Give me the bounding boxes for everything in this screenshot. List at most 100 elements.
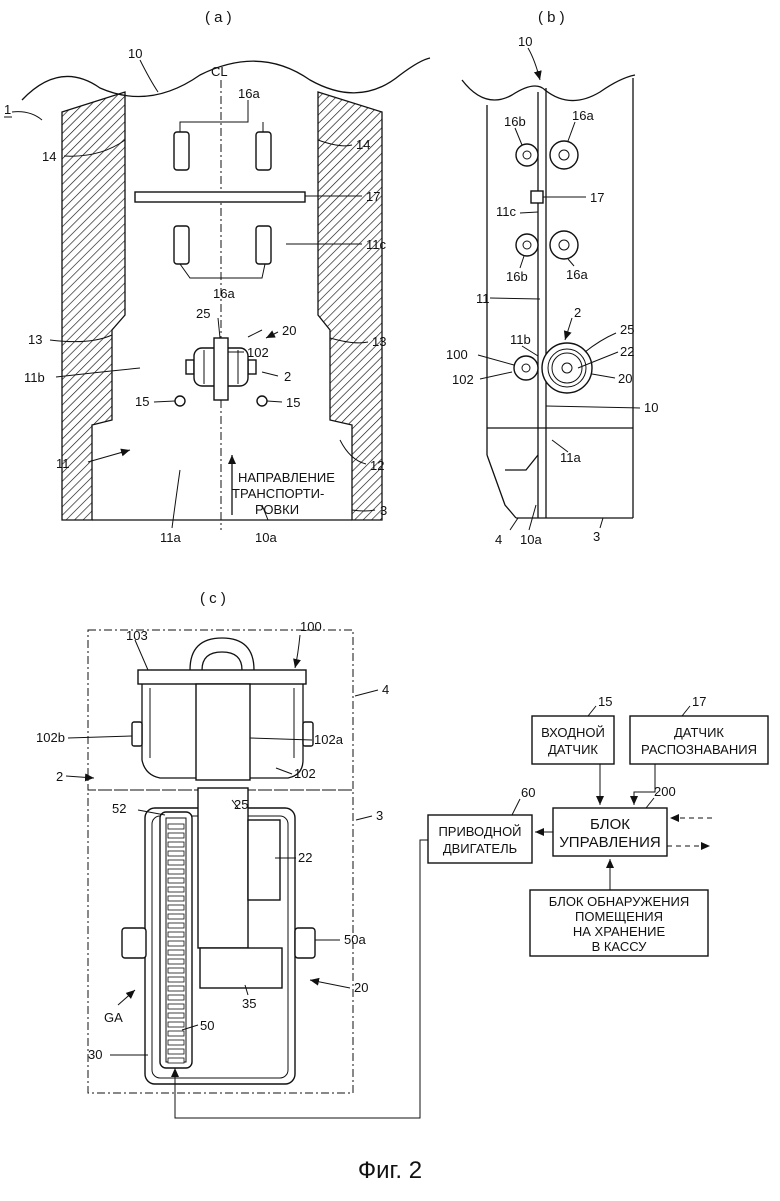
gear-50 xyxy=(160,812,192,1068)
ref-c-25: 25 xyxy=(234,797,248,812)
panel-a: ( a ) xyxy=(4,9,430,545)
shaft-50a xyxy=(295,928,315,958)
gear-tooth xyxy=(168,851,184,856)
ref-b-16a-top: 16a xyxy=(572,108,594,123)
leader xyxy=(154,401,175,402)
panel-b: ( b ) xyxy=(446,9,658,547)
panel-a-label: ( a ) xyxy=(205,9,232,26)
leader xyxy=(180,264,265,278)
ref-b-20: 20 xyxy=(618,371,632,386)
leader xyxy=(480,372,512,379)
gear-tooth xyxy=(168,968,184,973)
leader xyxy=(520,212,538,213)
control-line2: УПРАВЛЕНИЯ xyxy=(559,834,660,851)
detect-line1: БЛОК ОБНАРУЖЕНИЯ xyxy=(549,894,690,909)
gear-tooth xyxy=(168,1058,184,1063)
gear-tooth xyxy=(168,1022,184,1027)
ref-25: 25 xyxy=(196,306,210,321)
panel-c: ( c ) xyxy=(36,590,428,1118)
figure-caption: Фиг. 2 xyxy=(358,1157,422,1184)
ref-b-11a: 11a xyxy=(560,450,581,465)
ref-c-52: 52 xyxy=(112,801,126,816)
leader xyxy=(522,346,538,356)
gear-tooth xyxy=(168,995,184,1000)
ref-c-103: 103 xyxy=(126,628,148,643)
roller-20 xyxy=(542,343,592,393)
handle-ring xyxy=(190,638,254,670)
roller-16a xyxy=(256,132,271,170)
ref-c-22: 22 xyxy=(298,850,312,865)
leader xyxy=(490,298,540,299)
sensor-bar-17 xyxy=(135,192,305,202)
motor-line1: ПРИВОДНОЙ xyxy=(438,824,521,839)
gear-tooth xyxy=(168,842,184,847)
roller-16a xyxy=(550,141,578,169)
leader xyxy=(565,318,572,340)
gear-tooth xyxy=(168,923,184,928)
ref-c-102b: 102b xyxy=(36,730,65,745)
ref-10: 10 xyxy=(128,46,142,61)
shaft-102b xyxy=(303,722,313,746)
leader xyxy=(135,640,148,670)
ref-3: 3 xyxy=(380,503,387,518)
ref-b-102: 102 xyxy=(452,372,474,387)
entry-sensor-line1: ВХОДНОЙ xyxy=(541,725,605,740)
ref-c-2: 2 xyxy=(56,769,63,784)
panel-c-label: ( c ) xyxy=(200,590,226,607)
roller-25 xyxy=(198,788,248,948)
shaft-end-left xyxy=(122,928,146,958)
ref-14-right: 14 xyxy=(356,137,370,152)
leader xyxy=(546,406,640,408)
bracket-35 xyxy=(200,948,282,988)
gear-tooth xyxy=(168,1031,184,1036)
shaft-end xyxy=(186,360,194,374)
ref-b-16b-top: 16b xyxy=(504,114,526,129)
ref-11c: 11c xyxy=(366,237,386,252)
leader xyxy=(172,470,180,528)
ref-c-102a: 102a xyxy=(314,732,344,747)
leader xyxy=(515,128,522,145)
gear-tooth xyxy=(168,1013,184,1018)
ref-c-20: 20 xyxy=(354,980,368,995)
ref-11a: 11a xyxy=(160,530,181,545)
leader xyxy=(528,48,540,80)
gear-tooth xyxy=(168,950,184,955)
leader xyxy=(310,980,350,988)
leader xyxy=(682,706,690,716)
ref-20: 20 xyxy=(282,323,296,338)
bracket-103 xyxy=(138,670,306,684)
ref-15-left: 15 xyxy=(135,394,149,409)
leader xyxy=(568,259,574,266)
ref-b-16a-bottom: 16a xyxy=(566,267,588,282)
leader xyxy=(646,798,654,808)
ref-11b: 11b xyxy=(24,370,45,385)
ref-12: 12 xyxy=(370,458,384,473)
leader xyxy=(588,706,596,716)
roller-102a xyxy=(196,684,250,780)
gear-tooth xyxy=(168,824,184,829)
ref-b-10a: 10a xyxy=(520,532,542,547)
gear-tooth xyxy=(168,833,184,838)
leader xyxy=(512,799,520,815)
control-line1: БЛОК xyxy=(590,816,630,833)
ref-b-2: 2 xyxy=(574,305,581,320)
slant-edge xyxy=(487,455,516,518)
gear-tooth xyxy=(168,1004,184,1009)
gear-tooth xyxy=(168,905,184,910)
ref-block-200: 200 xyxy=(654,784,676,799)
ref-b-22: 22 xyxy=(620,344,634,359)
ref-c-3: 3 xyxy=(376,808,383,823)
gear-tooth xyxy=(168,941,184,946)
ref-b-100: 100 xyxy=(446,347,468,362)
guide-shape xyxy=(505,455,538,470)
ref-11: 11 xyxy=(56,456,70,471)
sensor-15 xyxy=(175,396,185,406)
motor-line2: ДВИГАТЕЛЬ xyxy=(443,841,517,856)
ref-c-50a: 50a xyxy=(344,932,366,947)
ref-b-3: 3 xyxy=(593,529,600,544)
leader xyxy=(140,60,158,92)
direction-label-line3: РОВКИ xyxy=(255,502,299,517)
leader xyxy=(585,333,616,352)
ref-2: 2 xyxy=(284,369,291,384)
roller-102 xyxy=(514,356,538,380)
